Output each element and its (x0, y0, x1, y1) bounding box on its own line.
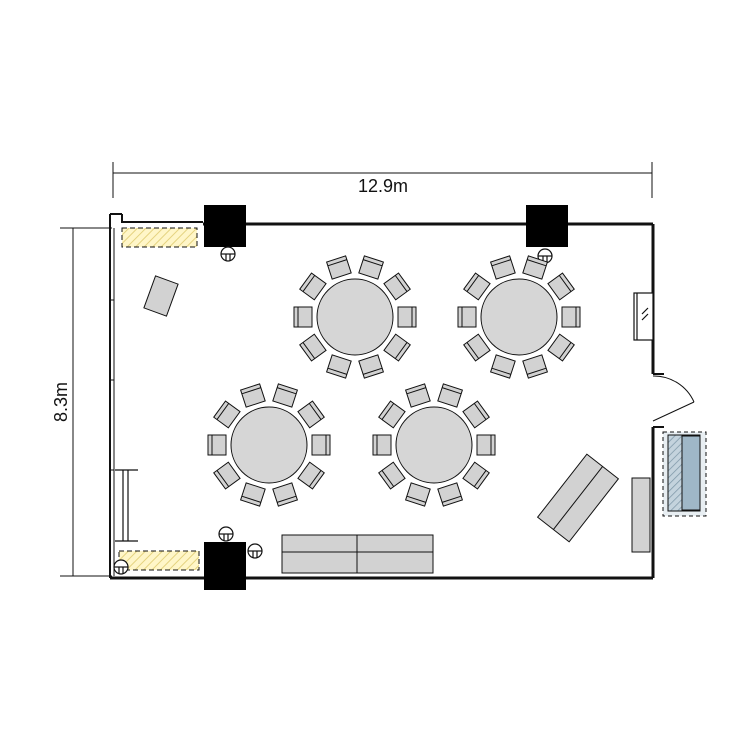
chair (383, 333, 411, 362)
chair (522, 354, 549, 379)
height-label: 8.3m (51, 382, 71, 422)
chair (457, 306, 477, 328)
chair (239, 482, 266, 507)
chair (561, 306, 581, 328)
chair (437, 482, 464, 507)
chair (476, 434, 496, 456)
chair (272, 383, 299, 408)
outlet-icon (113, 559, 129, 575)
side-cabinet (631, 477, 651, 553)
table-top (316, 278, 394, 356)
table-top (230, 406, 308, 484)
chair (358, 354, 385, 379)
storage-cabinet (662, 431, 707, 517)
chair (297, 400, 325, 429)
round-table (207, 383, 331, 507)
chair (299, 272, 327, 301)
width-label: 12.9m (358, 176, 408, 196)
counter (281, 534, 434, 574)
chair (293, 306, 313, 328)
chair (437, 383, 464, 408)
chair (272, 482, 299, 507)
chair (522, 255, 549, 280)
chair (547, 333, 575, 362)
column-top-right (526, 205, 568, 247)
chair (299, 333, 327, 362)
chair (547, 272, 575, 301)
chair (325, 354, 352, 379)
outlet-icon (247, 543, 263, 559)
column-bottom-left (204, 542, 246, 590)
chair (297, 461, 325, 490)
chair (463, 333, 491, 362)
chair (325, 255, 352, 280)
chair (213, 400, 241, 429)
storage-bottom (118, 550, 200, 571)
chair (207, 434, 227, 456)
chair (404, 383, 431, 408)
chair (462, 461, 490, 490)
chair (239, 383, 266, 408)
wall-panel (633, 292, 654, 341)
height-dimension: 8.3m (51, 227, 112, 577)
column-top-left (204, 205, 246, 247)
chair (383, 272, 411, 301)
round-tables (207, 255, 581, 507)
chair (378, 400, 406, 429)
chair (397, 306, 417, 328)
table-top (480, 278, 558, 356)
round-table (457, 255, 581, 379)
outlet-icon (218, 526, 234, 542)
chair (213, 461, 241, 490)
window-wall (109, 214, 115, 578)
chair (463, 272, 491, 301)
table-top (395, 406, 473, 484)
chair (358, 255, 385, 280)
outlet-icon (220, 246, 236, 262)
storage-top (121, 227, 198, 248)
outlet-icon (537, 248, 553, 264)
chair (404, 482, 431, 507)
chair (489, 255, 516, 280)
chair (489, 354, 516, 379)
screen-stand (115, 469, 138, 542)
side-desk (143, 275, 179, 317)
sofa (536, 453, 620, 543)
chair (462, 400, 490, 429)
width-dimension: 12.9m (112, 162, 653, 198)
round-table (293, 255, 417, 379)
chair (372, 434, 392, 456)
chair (378, 461, 406, 490)
chair (311, 434, 331, 456)
entrance-door (652, 375, 695, 422)
round-table (372, 383, 496, 507)
